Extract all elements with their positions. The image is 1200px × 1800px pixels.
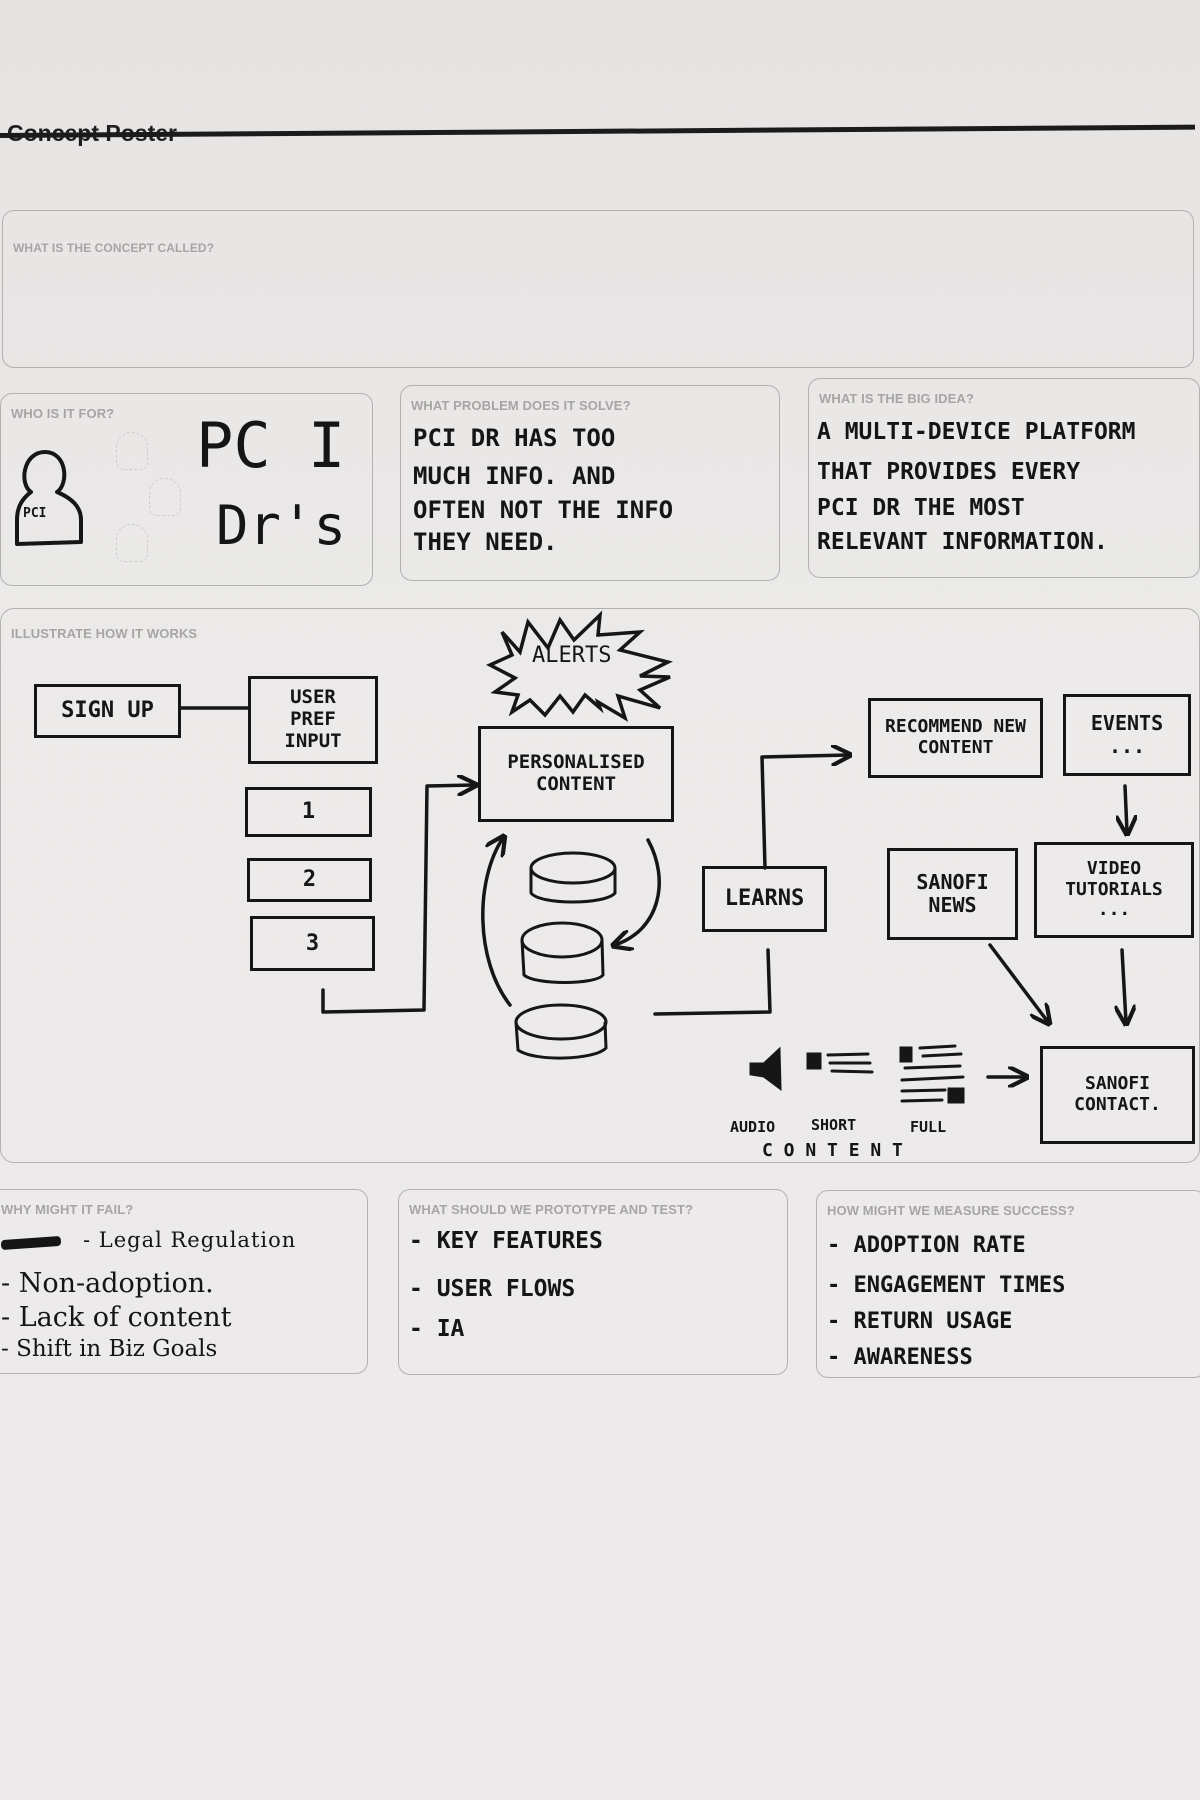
personalised-content-node: Personalised Content bbox=[478, 726, 674, 822]
option-2-node: 2 bbox=[247, 858, 372, 902]
recommend-node: Recommend New Content bbox=[868, 698, 1043, 778]
ghost-person-icon bbox=[149, 478, 181, 516]
sanofi-contact-node: Sanofi Contact. bbox=[1040, 1046, 1195, 1144]
problem-line: much info. And bbox=[413, 462, 616, 490]
measure-label: HOW MIGHT WE MEASURE SUCCESS? bbox=[827, 1203, 1075, 1218]
ghost-person-icon bbox=[116, 524, 148, 562]
person-badge: PCI bbox=[23, 506, 47, 521]
sign-up-node: Sign Up bbox=[34, 684, 181, 738]
full-content-icon bbox=[900, 1044, 965, 1103]
content-icons bbox=[749, 1044, 965, 1104]
video-to-contact-arrow bbox=[1122, 948, 1126, 1022]
learns-to-recommend-arrow bbox=[760, 755, 848, 870]
alerts-burst bbox=[486, 610, 674, 722]
cycle-arrow-right bbox=[615, 838, 661, 945]
measure-item: - Adoption Rate bbox=[827, 1233, 1026, 1258]
fail-item: - Shift in Biz Goals bbox=[1, 1336, 218, 1362]
database-icon bbox=[520, 939, 605, 984]
big-idea-line: relevant information. bbox=[817, 529, 1108, 555]
big-idea-line: that provides every bbox=[817, 459, 1081, 485]
big-idea-label: WHAT IS THE BIG IDEA? bbox=[819, 391, 974, 406]
prototype-label: WHAT SHOULD WE PROTOTYPE AND TEST? bbox=[409, 1202, 694, 1217]
prototype-item: - IA bbox=[409, 1316, 465, 1342]
ghost-person-icon bbox=[116, 432, 148, 470]
full-label: Full bbox=[910, 1118, 947, 1136]
prototype-item: - Key Features bbox=[409, 1228, 603, 1254]
fail-item: - Non-adoption. bbox=[1, 1268, 214, 1299]
measure-item: - Engagement Times bbox=[827, 1273, 1066, 1298]
short-label: Short bbox=[811, 1116, 857, 1134]
database-icon bbox=[529, 851, 617, 885]
database-icon bbox=[514, 1021, 608, 1060]
measure-panel: HOW MIGHT WE MEASURE SUCCESS? - Adoption… bbox=[816, 1190, 1200, 1378]
alerts-node: Alerts bbox=[532, 643, 612, 668]
measure-item: - Awareness bbox=[827, 1345, 973, 1370]
problem-panel: WHAT PROBLEM DOES IT SOLVE? PCI Dr has t… bbox=[400, 385, 780, 581]
problem-line: PCI Dr has too bbox=[413, 424, 616, 452]
how-it-works-label: ILLUSTRATE HOW IT WORKS bbox=[11, 626, 198, 641]
concept-name-label: WHAT IS THE CONCEPT CALLED? bbox=[13, 241, 215, 255]
who-label: WHO IS IT FOR? bbox=[11, 406, 115, 421]
database-icon bbox=[514, 1003, 608, 1041]
problem-line: they need. bbox=[413, 528, 558, 556]
prototype-panel: WHAT SHOULD WE PROTOTYPE AND TEST? - Key… bbox=[398, 1189, 788, 1375]
fail-item: - Legal Regulation bbox=[83, 1228, 297, 1252]
scribble-mark bbox=[0, 1235, 62, 1251]
events-node: Events ... bbox=[1063, 694, 1191, 776]
full-content-icon bbox=[947, 1087, 965, 1104]
sanofi-news-node: Sanofi News bbox=[887, 848, 1018, 940]
audio-icon bbox=[749, 1046, 782, 1092]
content-caption: C O N T E N T bbox=[762, 1140, 903, 1161]
fail-panel: WHY MIGHT IT FAIL? - Legal Regulation - … bbox=[0, 1189, 368, 1374]
options-to-personalised-arrow bbox=[321, 785, 474, 1014]
cycle-arrow-left bbox=[481, 838, 512, 1007]
fail-item: - Lack of content bbox=[1, 1302, 232, 1333]
learns-node: Learns bbox=[702, 866, 827, 932]
option-3-node: 3 bbox=[250, 916, 375, 971]
short-content-icon bbox=[806, 1052, 822, 1070]
database-icon bbox=[529, 868, 617, 904]
fail-label: WHY MIGHT IT FAIL? bbox=[1, 1202, 134, 1217]
big-idea-panel: WHAT IS THE BIG IDEA? A Multi-Device Pla… bbox=[808, 378, 1200, 578]
db-to-learns-line bbox=[653, 948, 772, 1016]
prototype-item: - User Flows bbox=[409, 1276, 576, 1302]
who-line-2: Dr's bbox=[216, 494, 347, 557]
news-to-contact-arrow bbox=[988, 943, 1048, 1022]
problem-label: WHAT PROBLEM DOES IT SOLVE? bbox=[411, 398, 631, 413]
problem-line: often not the info bbox=[413, 496, 674, 524]
events-to-video-arrow bbox=[1125, 784, 1127, 832]
database-icons bbox=[514, 851, 617, 1060]
measure-item: - Return Usage bbox=[827, 1309, 1013, 1334]
big-idea-line: A Multi-Device Platform bbox=[817, 419, 1136, 445]
who-line-1: PC I bbox=[196, 409, 346, 482]
concept-name-panel[interactable]: WHAT IS THE CONCEPT CALLED? bbox=[2, 210, 1194, 368]
option-1-node: 1 bbox=[245, 787, 372, 837]
full-content-icon bbox=[899, 1046, 913, 1063]
audio-label: Audio bbox=[730, 1118, 776, 1136]
big-idea-line: PCI Dr the most bbox=[817, 495, 1025, 521]
short-content-icon bbox=[826, 1052, 874, 1074]
database-icon bbox=[520, 921, 604, 959]
person-icon bbox=[15, 450, 83, 546]
video-tutorials-node: Video Tutorials ... bbox=[1034, 842, 1194, 938]
who-panel: WHO IS IT FOR? PCI PC I Dr's bbox=[0, 393, 373, 586]
user-pref-node: User Pref Input bbox=[248, 676, 378, 764]
